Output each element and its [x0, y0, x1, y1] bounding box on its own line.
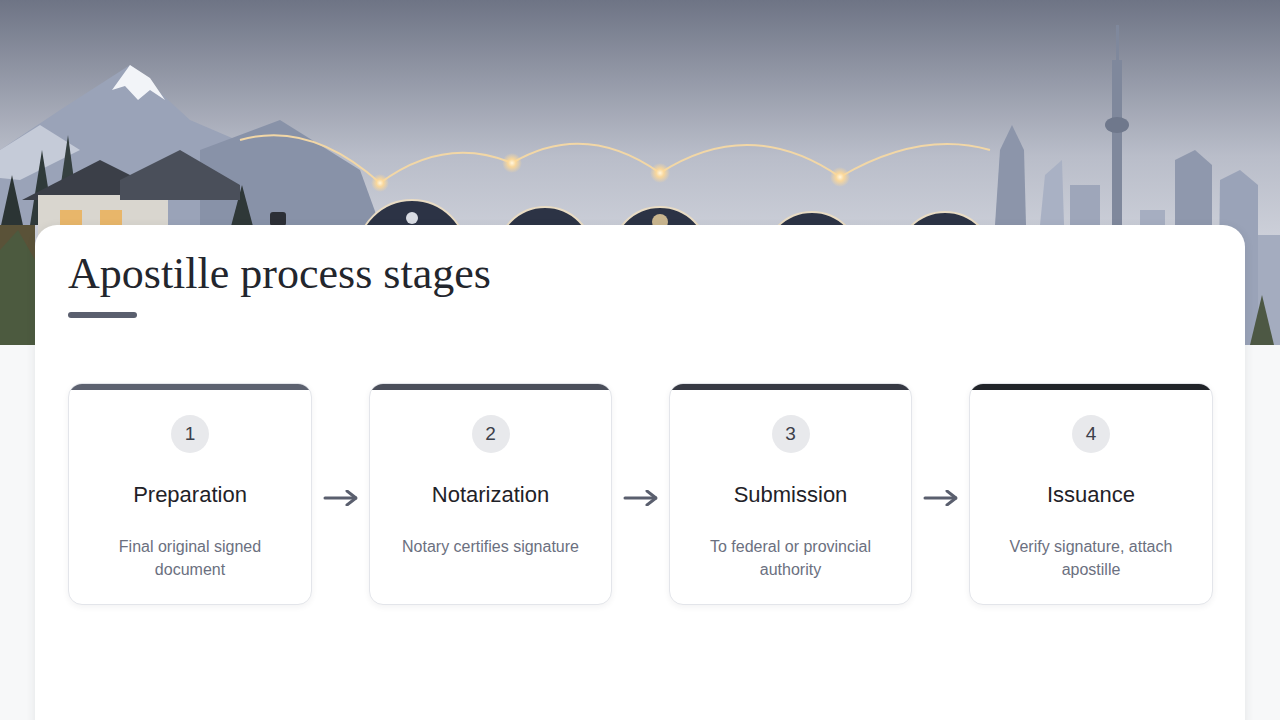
box-accent-bar — [370, 384, 611, 390]
step-number: 4 — [1072, 415, 1110, 453]
step-description: To federal or provincial authority — [691, 535, 891, 581]
box-accent-bar — [69, 384, 311, 390]
box-accent-bar — [970, 384, 1212, 390]
process-box: 4IssuanceVerify signature, attach aposti… — [969, 383, 1213, 605]
step-description: Notary certifies signature — [391, 535, 591, 558]
title-underline — [68, 312, 137, 318]
step-number: 3 — [772, 415, 810, 453]
step-description: Verify signature, attach apostille — [991, 535, 1191, 581]
step-number: 1 — [171, 415, 209, 453]
step-number: 2 — [472, 415, 510, 453]
step-heading: Notarization — [370, 482, 611, 508]
process-box: 3Submission To federal or provincial auth… — [669, 383, 912, 605]
process-box: 2NotarizationNotary certifies signature — [369, 383, 612, 605]
slide-title: Apostille process stages — [68, 248, 491, 299]
step-heading: Preparation — [69, 482, 311, 508]
process-box: 1PreparationFinal original signed docume… — [68, 383, 312, 605]
step-heading: Issuance — [970, 482, 1212, 508]
box-accent-bar — [670, 384, 911, 390]
flow-arrow — [325, 497, 356, 500]
step-heading: Submission — [670, 482, 911, 508]
flow-arrow — [625, 497, 656, 500]
step-description: Final original signed document — [90, 535, 290, 581]
flow-arrow — [925, 497, 956, 500]
